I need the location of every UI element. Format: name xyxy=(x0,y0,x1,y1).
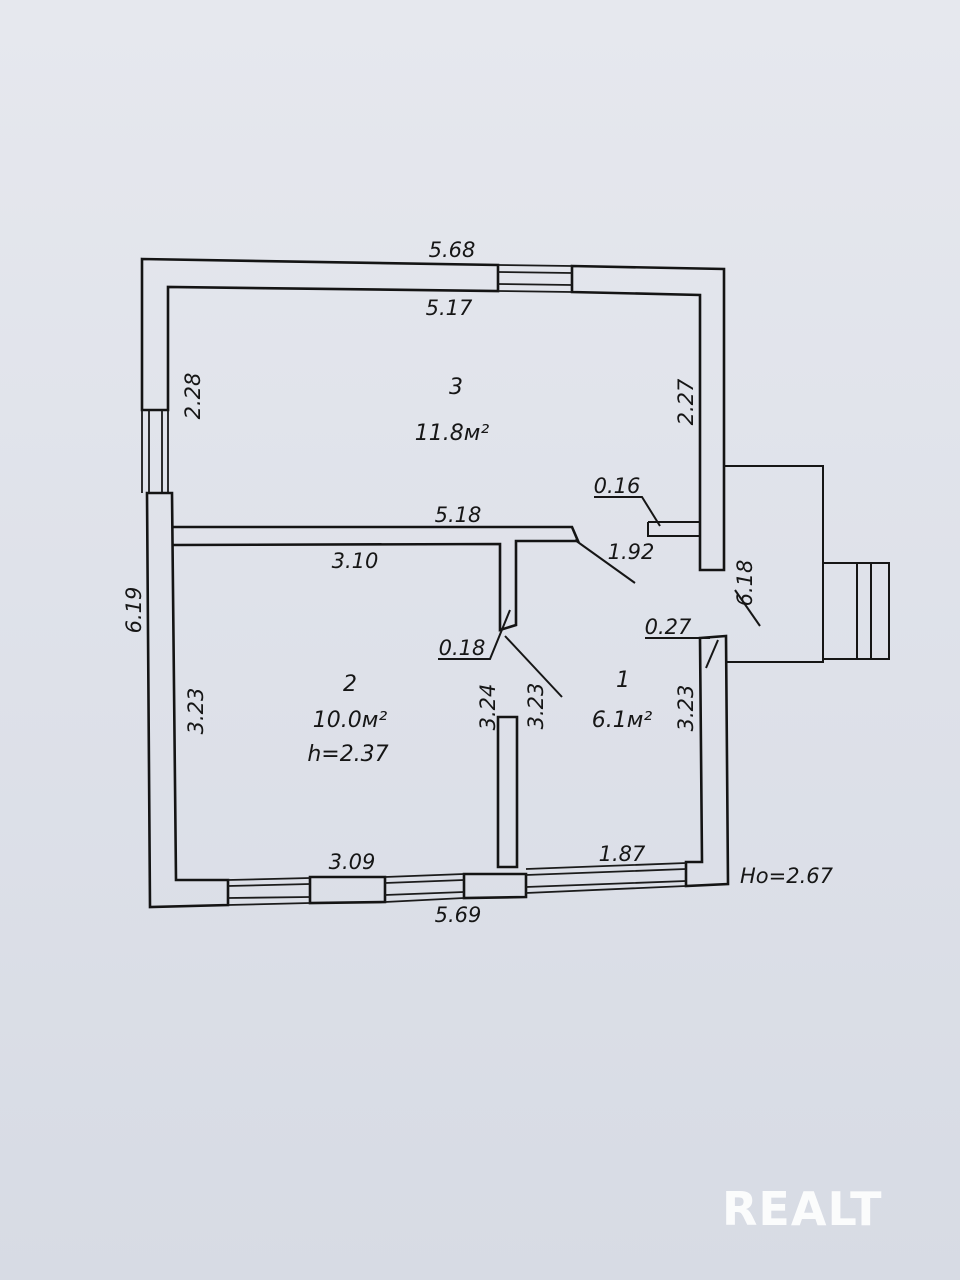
niche-016 xyxy=(647,521,700,537)
room-1-number: 1 xyxy=(616,668,630,693)
dim-018: 0.18 xyxy=(439,636,486,660)
leader-lines xyxy=(438,496,710,660)
walls xyxy=(140,257,730,909)
room-labels: 3 11.8м² 2 10.0м² h=2.37 1 6.1м² xyxy=(307,375,652,767)
dim-left-inner: 3.23 xyxy=(184,688,208,735)
dim-bottom-309: 3.09 xyxy=(329,850,376,874)
door-line-3 xyxy=(705,639,719,669)
dim-mid-323: 3.23 xyxy=(524,683,548,730)
wall-bottom-pier-1 xyxy=(308,875,387,905)
room-3-area: 11.8м² xyxy=(415,421,490,446)
dim-192: 1.92 xyxy=(608,540,655,564)
window-bottom-1 xyxy=(227,877,311,906)
wall-bottom-pier-2 xyxy=(462,872,528,900)
dim-top-inner: 5.17 xyxy=(426,296,473,320)
room-1-area: 6.1м² xyxy=(592,708,653,733)
dim-right-lower: 3.23 xyxy=(674,685,698,732)
window-top xyxy=(497,264,573,293)
dim-top-outer: 5.68 xyxy=(429,238,476,262)
dim-ho: Ho=2.67 xyxy=(740,864,834,888)
dim-bottom-187: 1.87 xyxy=(599,842,646,866)
dim-partition-top: 5.18 xyxy=(435,503,482,527)
partition-vertical-lower xyxy=(496,715,519,869)
dimension-labels: 5.68 5.17 2.28 2.27 5.18 3.10 0.16 1.92 … xyxy=(122,238,834,927)
room-2-height: h=2.37 xyxy=(307,742,388,767)
dim-partition-bottom: 3.10 xyxy=(332,549,379,573)
door-line-2 xyxy=(504,635,563,698)
dim-618: 6.18 xyxy=(733,560,757,607)
room-3-number: 3 xyxy=(449,375,463,400)
wall-right-lower xyxy=(684,634,730,888)
leader-018 xyxy=(438,609,511,660)
realt-watermark: REALT xyxy=(722,1182,883,1236)
room-2-area: 10.0м² xyxy=(313,708,388,733)
window-bottom-3 xyxy=(525,862,687,894)
partition-horizontal xyxy=(171,525,580,632)
dim-left-upper: 2.28 xyxy=(181,373,205,420)
dim-bottom-outer: 5.69 xyxy=(435,903,482,927)
room-2-number: 2 xyxy=(343,672,357,697)
door-line-4 xyxy=(734,589,761,627)
dim-027: 0.27 xyxy=(645,615,692,639)
window-left xyxy=(141,410,169,493)
leader-016 xyxy=(594,496,661,527)
door-lines xyxy=(504,539,761,698)
window-bottom-2 xyxy=(384,873,465,903)
porch xyxy=(724,465,890,663)
dim-right-upper: 2.27 xyxy=(674,378,698,425)
dim-016: 0.16 xyxy=(594,474,641,498)
dim-left-outer: 6.19 xyxy=(122,587,146,634)
door-line-1 xyxy=(574,539,636,584)
dim-mid-324: 3.24 xyxy=(476,684,500,731)
